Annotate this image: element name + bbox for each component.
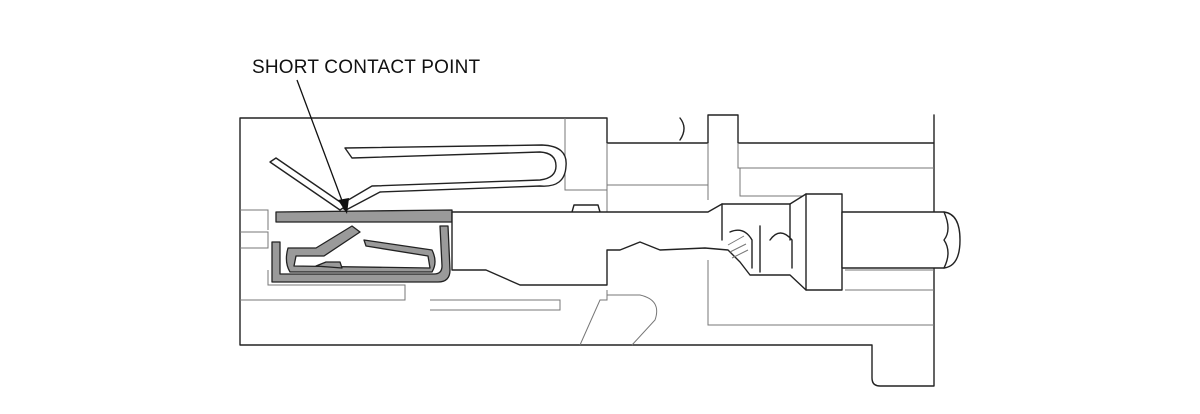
housing-nub [571, 204, 601, 213]
terminal-body [451, 193, 843, 291]
upper-spring-contact [337, 144, 567, 211]
housing-inner-wall-left [240, 209, 269, 249]
terminal-top-plate [275, 209, 453, 223]
housing-inner-wall-lower [240, 269, 934, 346]
spring-arm [269, 157, 347, 211]
callout-arrowhead [338, 198, 349, 214]
housing-latch-curve [679, 117, 685, 141]
callout-leader-line [296, 79, 345, 207]
housing-inner-wall-mid [607, 143, 934, 197]
crimp-barrel-detail [721, 193, 807, 291]
lower-contact-spring [271, 225, 451, 283]
short-contact-point-label: SHORT CONTACT POINT [252, 57, 481, 78]
lower-contact-loop [285, 225, 436, 273]
lower-contact-tab [315, 261, 343, 269]
wire-cable [841, 211, 961, 269]
housing-inner-wall-upper [564, 118, 608, 191]
crimp-serrations [727, 235, 749, 259]
wire-cable-end [943, 211, 949, 269]
connector-housing-outline [239, 114, 935, 387]
